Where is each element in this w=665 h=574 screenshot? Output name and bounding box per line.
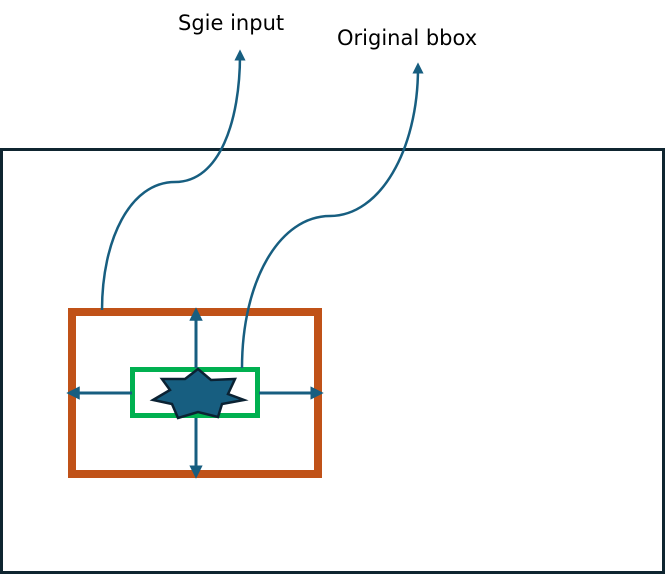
original-bbox — [130, 367, 260, 418]
sgie-input-callout-arrow — [100, 49, 246, 311]
seven-point-star-icon — [149, 367, 249, 420]
image-frame — [0, 148, 665, 574]
original-bbox-callout-arrow — [240, 62, 424, 369]
sgie-input-label: Sgie input — [178, 11, 285, 35]
original-bbox-label: Original bbox — [337, 26, 478, 50]
